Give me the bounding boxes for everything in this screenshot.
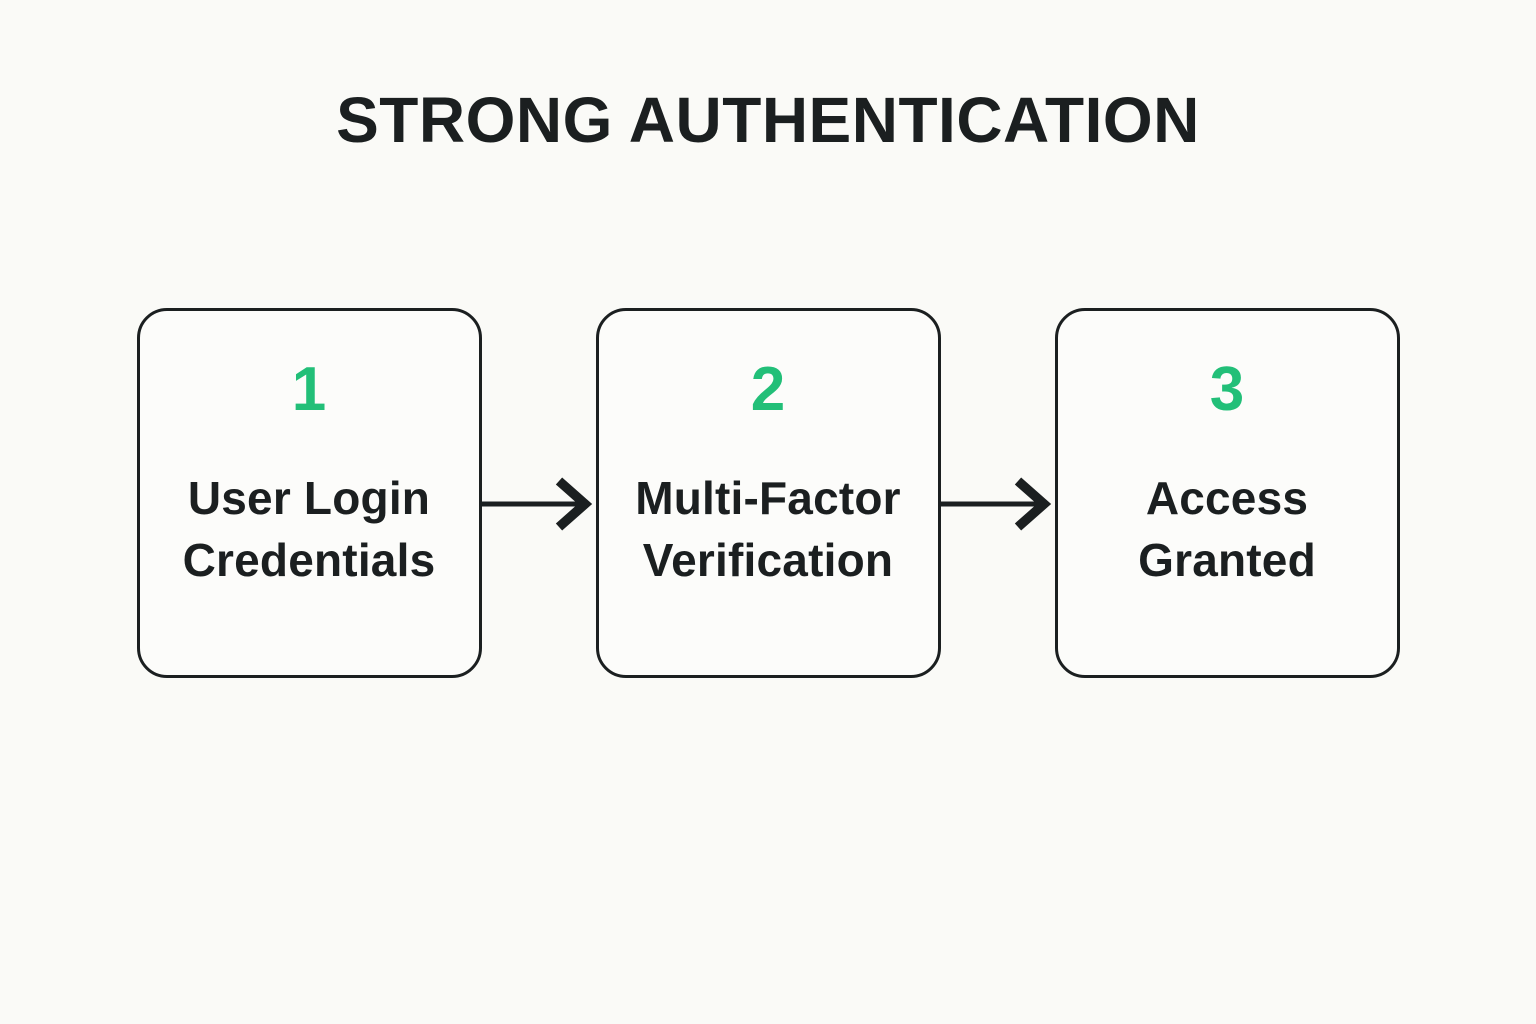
step-label-2-line-2: Verification bbox=[642, 534, 894, 586]
step-box-2: 2 Multi-Factor Verification bbox=[595, 308, 941, 678]
step-box-1: 1 User Login Credentials bbox=[136, 308, 482, 678]
flow-row: 1 User Login Credentials 2 Multi-Factor … bbox=[0, 308, 1536, 678]
arrow-right-icon-2 bbox=[940, 472, 1055, 536]
step-number-3: 3 bbox=[1209, 355, 1245, 424]
step-label-1-line-2: Credentials bbox=[182, 534, 436, 586]
step-label-3-line-2: Granted bbox=[1138, 534, 1316, 586]
step-label-2-line-1: Multi-Factor bbox=[635, 472, 901, 524]
arrow-right-icon-1 bbox=[481, 472, 596, 536]
step-label-3: Access Granted bbox=[1138, 467, 1316, 591]
step-number-1: 1 bbox=[291, 355, 327, 424]
step-label-1: User Login Credentials bbox=[183, 467, 436, 591]
diagram-title: STRONG AUTHENTICATION bbox=[336, 84, 1200, 156]
step-label-1-line-1: User Login bbox=[187, 472, 431, 524]
step-label-2: Multi-Factor Verification bbox=[635, 467, 901, 591]
step-number-2: 2 bbox=[750, 355, 786, 424]
step-box-3: 3 Access Granted bbox=[1054, 308, 1400, 678]
step-label-3-line-1: Access bbox=[1145, 472, 1309, 524]
